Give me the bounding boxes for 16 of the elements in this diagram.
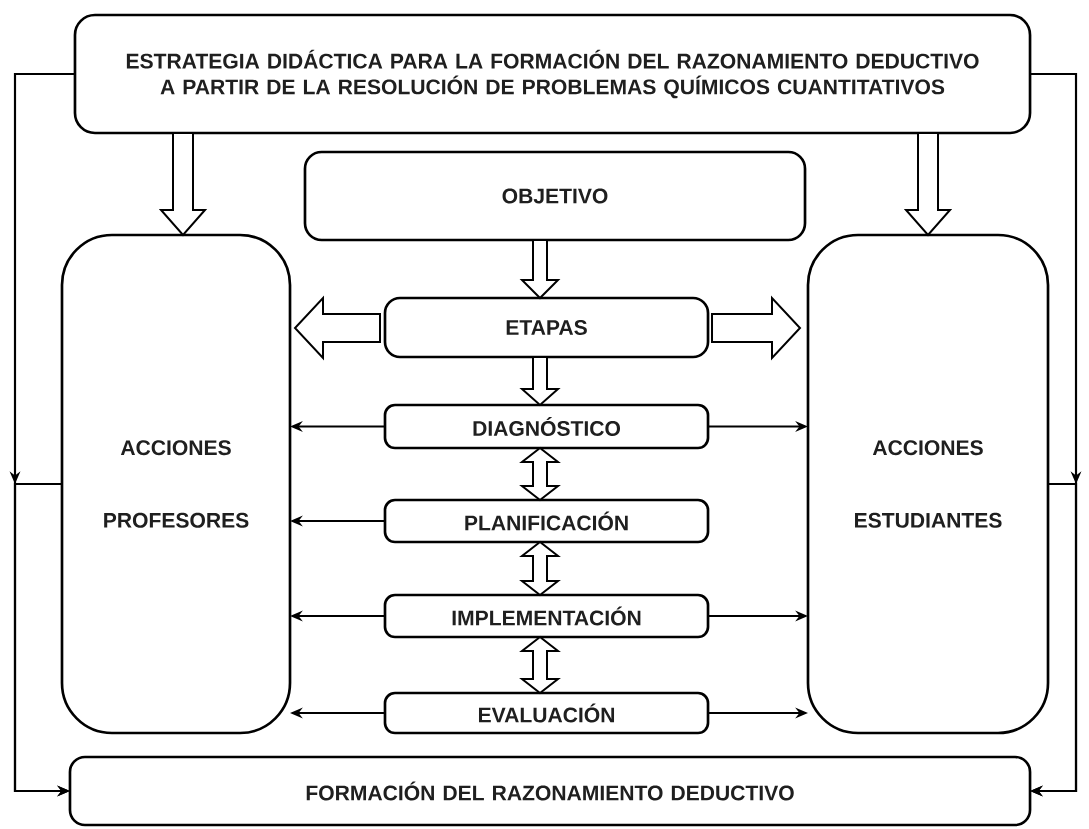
block-arrow [158,132,208,237]
stage-box: EVALUACIÓN [383,691,710,735]
actions-box: ACCIONES PROFESORES [60,233,292,735]
stage-box: PLANIFICACIÓN [383,498,710,544]
actions-box: ACCIONES ESTUDIANTES [806,233,1050,735]
block-arrow [903,132,953,237]
block-arrow [519,239,561,300]
stage-box: IMPLEMENTACIÓN [383,593,710,639]
block-arrow [711,295,802,361]
title-box: ESTRATEGIA DIDÁCTICA PARA LA FORMACIÓN DEL RAZONAMIENTO DEDUCTIVO A PARTIR DE LA RESOLUCIÓN DE PROBLEMAS QUÍMICOS CUANTITATIVOS [73,13,1032,135]
stage-box: DIAGNÓSTICO [383,403,710,450]
block-arrow [519,356,561,407]
block-arrow [293,295,381,361]
stage-box: ETAPAS [383,296,710,359]
objective-box: OBJETIVO [303,150,807,242]
result-box: FORMACIÓN DEL RAZONAMIENTO DEDUCTIVO [68,755,1032,827]
